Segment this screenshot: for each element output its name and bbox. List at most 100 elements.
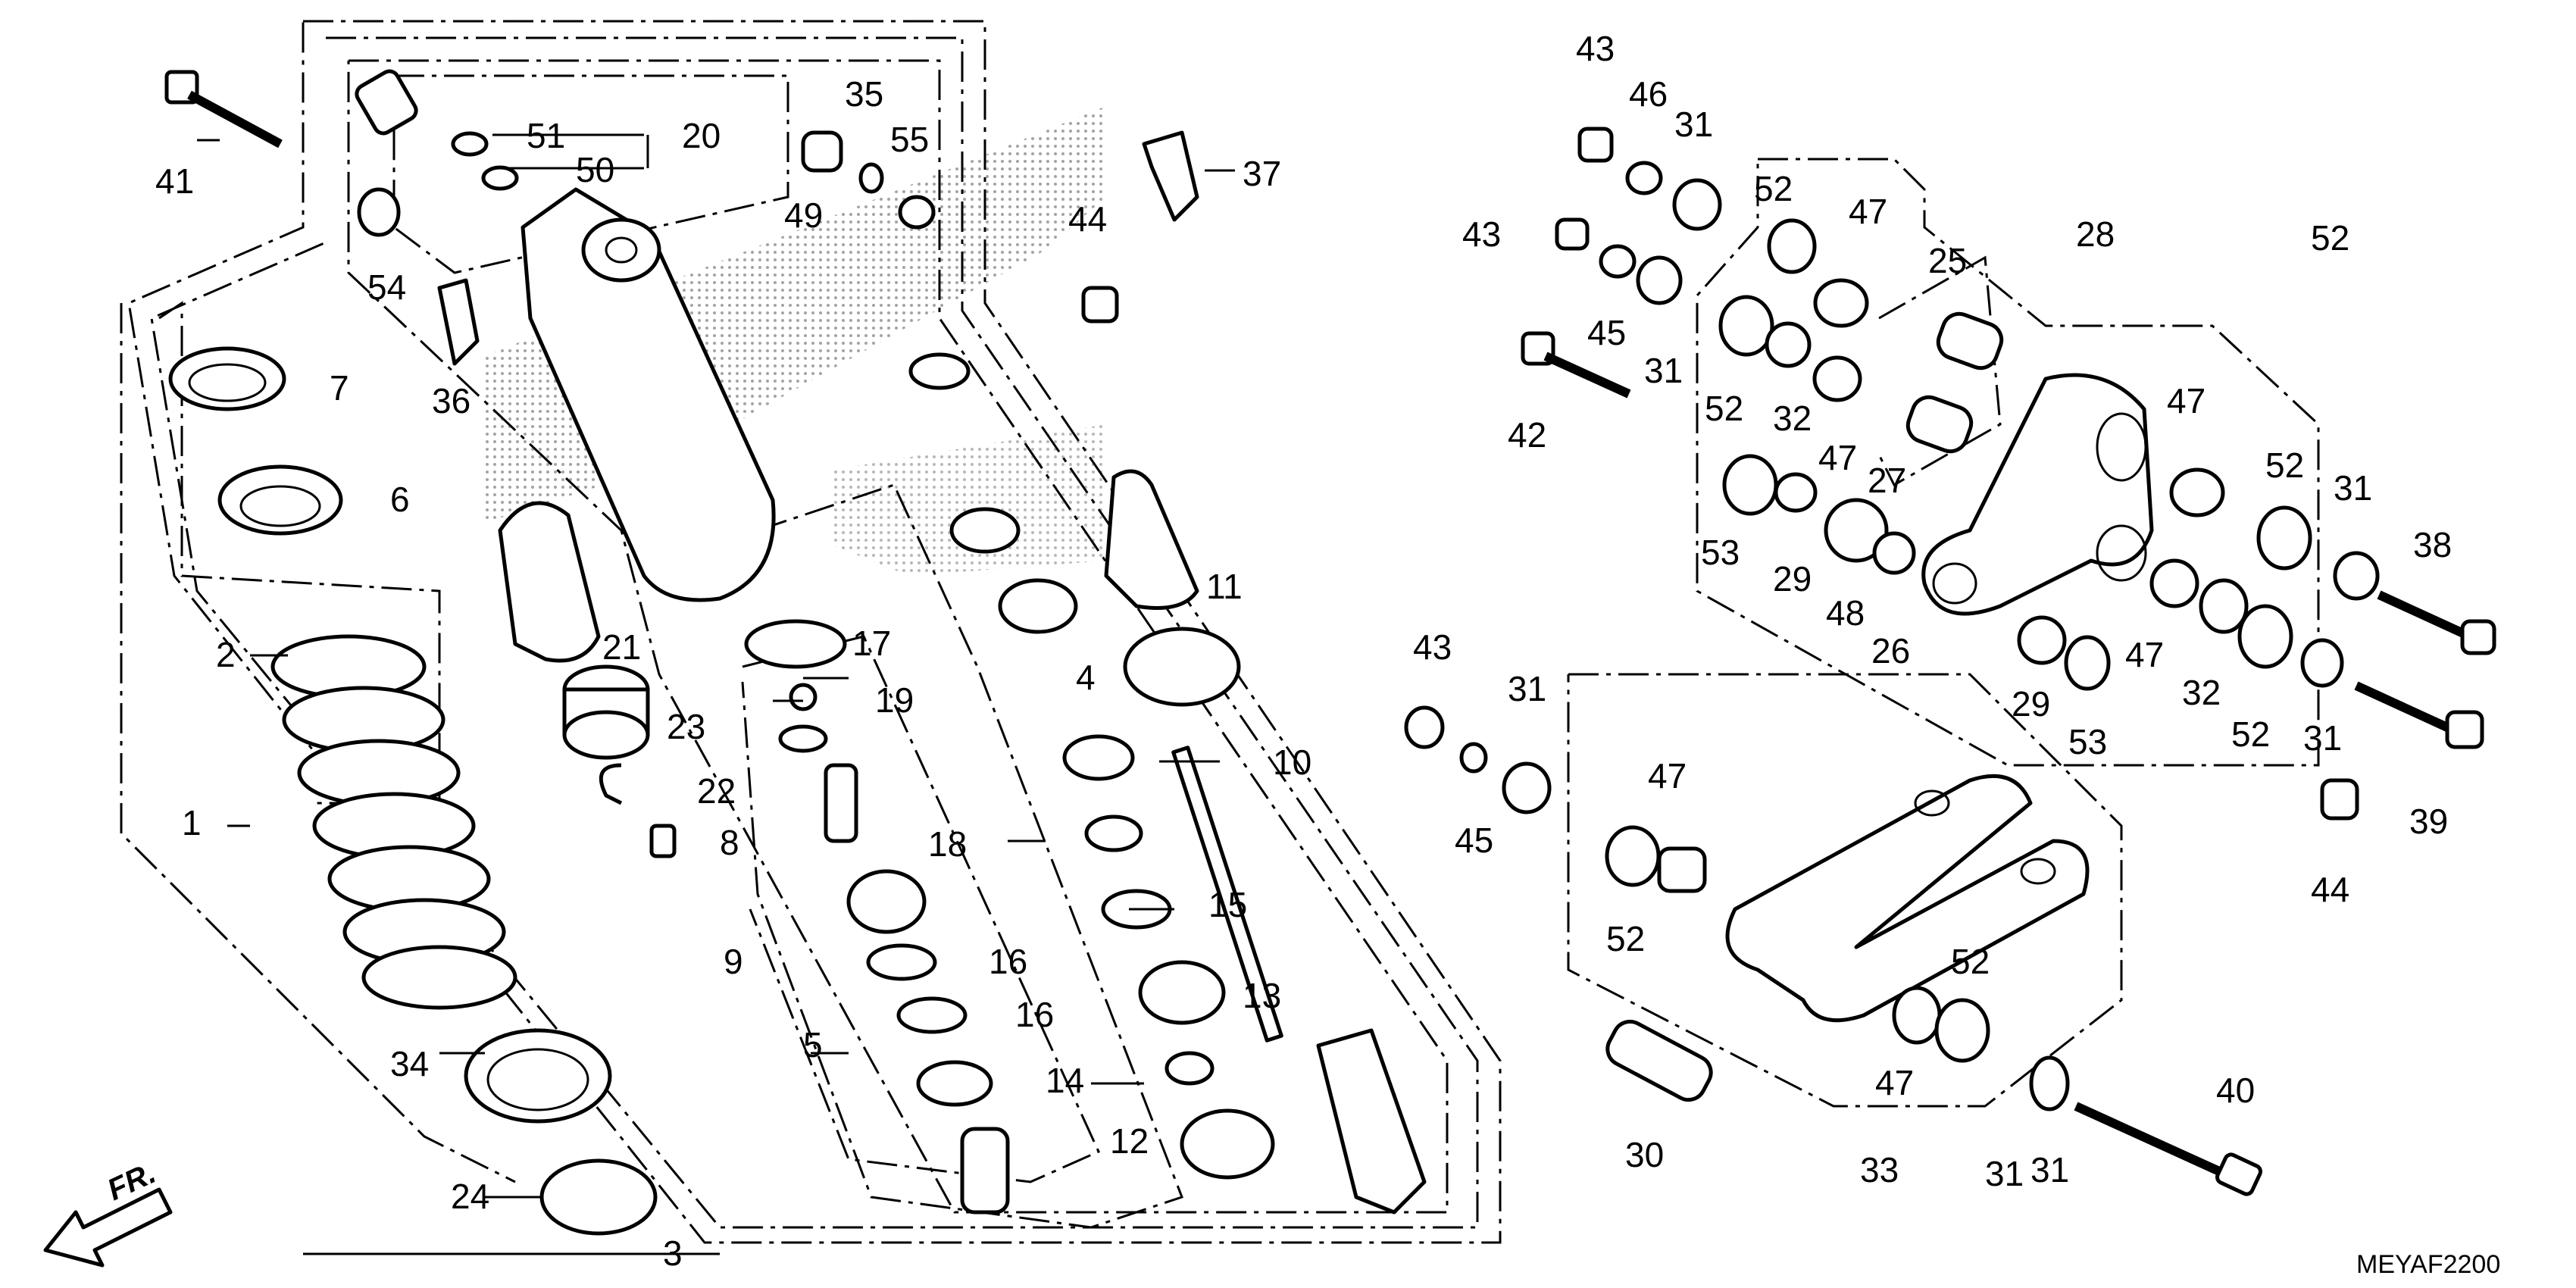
adjuster-nut-6 bbox=[217, 464, 343, 536]
callout-21: 21 bbox=[602, 627, 641, 667]
callout-31f: 31 bbox=[2030, 1150, 2069, 1190]
callout-10: 10 bbox=[1273, 742, 1311, 782]
callout-4: 4 bbox=[1076, 658, 1096, 697]
callout-31b: 31 bbox=[1644, 351, 1683, 390]
callout-31c: 31 bbox=[1508, 669, 1546, 708]
callout-17: 17 bbox=[852, 624, 891, 663]
callout-40: 40 bbox=[2216, 1071, 2255, 1110]
callout-7: 7 bbox=[330, 368, 349, 408]
callout-47a: 47 bbox=[1849, 192, 1887, 231]
callout-31d: 31 bbox=[2334, 468, 2372, 508]
callout-32a: 32 bbox=[1773, 399, 1812, 438]
callout-45b: 45 bbox=[1455, 821, 1493, 860]
callout-9: 9 bbox=[724, 942, 743, 981]
callout-52e: 52 bbox=[1606, 919, 1645, 958]
callout-43c: 43 bbox=[1413, 627, 1452, 667]
callout-52b: 52 bbox=[1705, 389, 1743, 428]
callout-32b: 32 bbox=[2182, 673, 2221, 712]
callout-30: 30 bbox=[1625, 1135, 1664, 1174]
callout-6: 6 bbox=[390, 480, 410, 519]
callout-18: 18 bbox=[928, 824, 967, 864]
callout-53b: 53 bbox=[2068, 722, 2107, 761]
reservoir-parts bbox=[908, 352, 1427, 1215]
callout-36: 36 bbox=[432, 381, 470, 420]
damper-body bbox=[498, 187, 776, 858]
callout-31e: 31 bbox=[2303, 718, 2342, 758]
callout-16a: 16 bbox=[989, 942, 1027, 981]
callout-52d: 52 bbox=[2231, 714, 2270, 754]
callout-12: 12 bbox=[1110, 1121, 1149, 1161]
callout-28: 28 bbox=[2076, 214, 2115, 254]
callout-55: 55 bbox=[890, 120, 929, 159]
bump-rubber-21 bbox=[498, 501, 601, 663]
callout-53a: 53 bbox=[1701, 533, 1740, 572]
callout-47e: 47 bbox=[1648, 756, 1687, 796]
callout-22: 22 bbox=[697, 771, 736, 811]
callout-2: 2 bbox=[216, 635, 236, 674]
spring-coil bbox=[270, 634, 517, 1010]
callout-31a: 31 bbox=[1674, 105, 1713, 144]
callout-15: 15 bbox=[1208, 885, 1247, 924]
callout-38: 38 bbox=[2413, 525, 2452, 564]
callout-37: 37 bbox=[1243, 154, 1281, 193]
callout-8: 8 bbox=[720, 823, 739, 862]
callout-43a: 43 bbox=[1576, 29, 1615, 68]
callout-34: 34 bbox=[390, 1044, 429, 1083]
callout-52g: 52 bbox=[2311, 218, 2349, 258]
bolt-41 bbox=[164, 70, 283, 148]
callout-33: 33 bbox=[1860, 1150, 1899, 1190]
callout-47c: 47 bbox=[2167, 381, 2206, 420]
callout-52c: 52 bbox=[2265, 445, 2304, 485]
linkage-parts bbox=[1404, 127, 2496, 1196]
callout-1: 1 bbox=[182, 803, 202, 843]
callout-47d: 47 bbox=[2125, 635, 2164, 674]
callout-27: 27 bbox=[1868, 461, 1906, 500]
callout-43b: 43 bbox=[1462, 214, 1501, 254]
callout-3: 3 bbox=[663, 1233, 683, 1273]
link-arm-28 bbox=[1921, 373, 2154, 616]
callout-44a: 44 bbox=[1068, 199, 1107, 239]
callout-41: 41 bbox=[155, 161, 194, 201]
callout-16b: 16 bbox=[1015, 995, 1054, 1034]
callout-46: 46 bbox=[1629, 74, 1668, 114]
callout-13: 13 bbox=[1243, 976, 1281, 1015]
callout-52f: 52 bbox=[1951, 942, 1990, 981]
diagram-code: MEYAF2200 bbox=[2356, 1250, 2500, 1279]
callout-20: 20 bbox=[682, 116, 721, 155]
callout-44b: 44 bbox=[2311, 870, 2349, 909]
spring-assembly bbox=[168, 346, 658, 1236]
top-hardware bbox=[164, 69, 1199, 366]
callout-labels: 1 2 3 4 5 6 7 8 9 10 11 12 13 14 15 16 1… bbox=[155, 29, 2452, 1273]
lock-nut-7 bbox=[168, 346, 286, 411]
callout-42: 42 bbox=[1508, 415, 1546, 455]
group-boundaries bbox=[120, 20, 2320, 1244]
callout-47b: 47 bbox=[1818, 438, 1857, 477]
callout-35: 35 bbox=[845, 74, 883, 114]
callout-29b: 29 bbox=[2012, 684, 2050, 724]
callout-23: 23 bbox=[667, 707, 705, 746]
callout-29a: 29 bbox=[1773, 559, 1812, 599]
callout-25: 25 bbox=[1928, 241, 1967, 280]
callout-24: 24 bbox=[451, 1177, 489, 1216]
callout-5: 5 bbox=[803, 1025, 823, 1064]
callout-54: 54 bbox=[367, 267, 406, 307]
callout-39: 39 bbox=[2409, 802, 2448, 841]
callout-50: 50 bbox=[576, 150, 614, 189]
callout-47f: 47 bbox=[1875, 1063, 1914, 1102]
callout-11: 11 bbox=[1206, 567, 1243, 606]
shaft-parts bbox=[744, 619, 1010, 1215]
callout-31g: 31 bbox=[1985, 1154, 2024, 1193]
callout-49: 49 bbox=[784, 195, 823, 235]
front-direction-arrow: FR. bbox=[43, 1156, 173, 1268]
callout-45a: 45 bbox=[1587, 313, 1626, 352]
callout-leaders bbox=[197, 133, 1235, 1255]
circlip-24 bbox=[539, 1158, 658, 1236]
callout-48: 48 bbox=[1826, 593, 1865, 633]
callout-52a: 52 bbox=[1754, 169, 1793, 208]
collar-30 bbox=[1605, 1019, 1713, 1102]
callout-51: 51 bbox=[527, 116, 565, 155]
spring-seat-34 bbox=[464, 1028, 612, 1124]
callout-26: 26 bbox=[1871, 631, 1910, 671]
callout-14: 14 bbox=[1046, 1061, 1084, 1100]
